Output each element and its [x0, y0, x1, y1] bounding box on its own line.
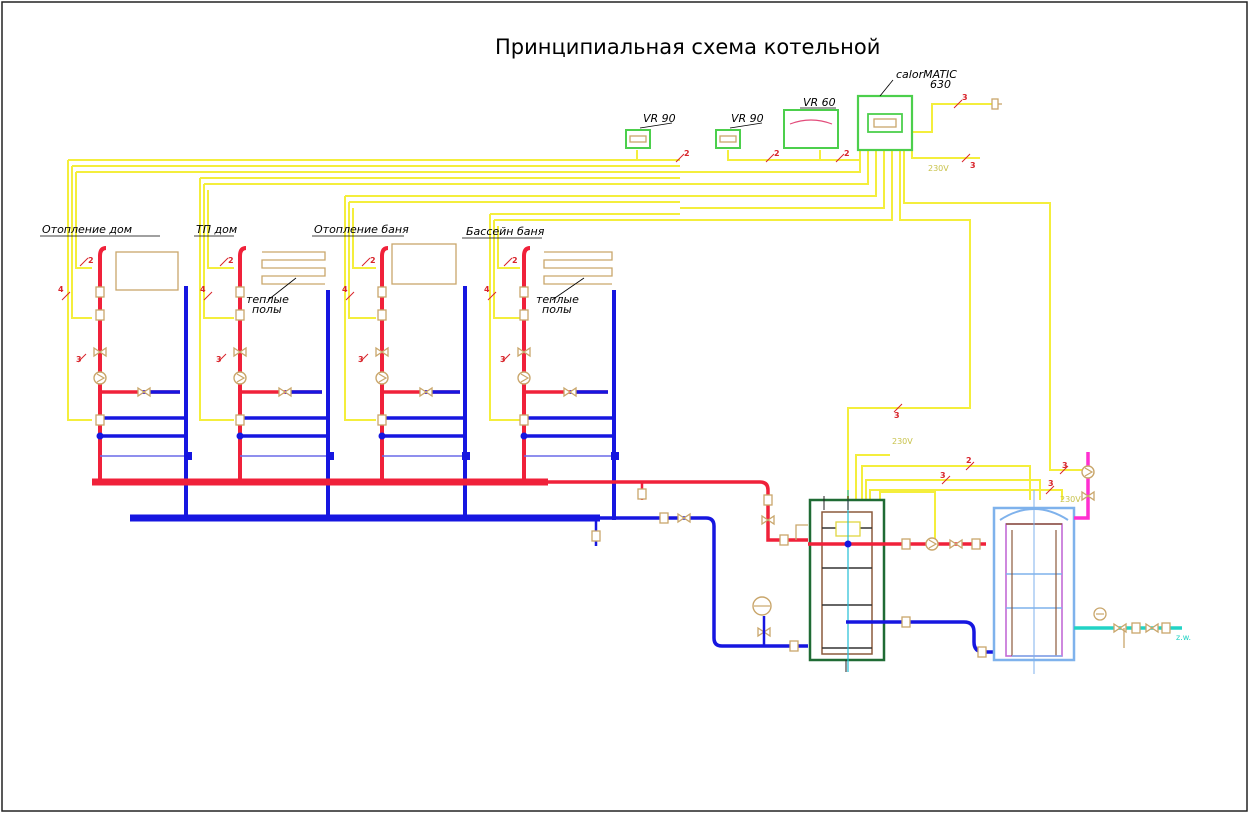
- circuit-2-label: ТП дом: [196, 223, 237, 236]
- svg-text:3: 3: [894, 411, 900, 420]
- dhw-cylinder: [992, 490, 1076, 674]
- diagram-title: Принципиальная схема котельной: [495, 35, 880, 59]
- svg-text:2: 2: [966, 456, 972, 465]
- circuit-4-label: Бассейн баня: [466, 225, 545, 238]
- boiler-to-dhw-pipes: [808, 537, 994, 658]
- svg-text:2: 2: [774, 149, 780, 158]
- outdoor-sensor: [991, 98, 1002, 110]
- controller-model: 630: [930, 78, 951, 91]
- vr60-label: VR 60: [803, 96, 836, 109]
- svg-text:3: 3: [500, 355, 506, 364]
- controller-name: calorMATIC: [896, 68, 957, 81]
- svg-text:теплые: теплые: [246, 293, 289, 306]
- svg-text:2: 2: [228, 256, 234, 265]
- boiler-tank: [808, 490, 886, 672]
- vr60-module: VR 60: [783, 96, 839, 149]
- wire-ticks: 2 2 2 3 3 230V 3 230V 2 3 3 3 230V: [675, 93, 1081, 504]
- cold-water-label: z.w.: [1176, 633, 1191, 642]
- svg-text:4: 4: [58, 285, 64, 294]
- circuit-3-label: Отопление баня: [314, 223, 409, 236]
- svg-text:2: 2: [88, 256, 94, 265]
- vr90-module-1: VR 90: [625, 112, 676, 149]
- svg-text:полы: полы: [542, 303, 572, 316]
- svg-text:3: 3: [216, 355, 222, 364]
- circuit-1-label: Отопление дом: [42, 223, 132, 236]
- svg-text:полы: полы: [252, 303, 282, 316]
- svg-text:3: 3: [76, 355, 82, 364]
- svg-text:4: 4: [484, 285, 490, 294]
- svg-text:3: 3: [1048, 479, 1054, 488]
- voltage-label-mid: 230V: [892, 437, 913, 446]
- vr90-module-2: VR 90: [715, 112, 764, 149]
- circuit-floor-house: ТП дом теплые полы 2 4 3: [194, 223, 334, 520]
- svg-text:2: 2: [512, 256, 518, 265]
- svg-text:3: 3: [940, 471, 946, 480]
- vr90-2-label: VR 90: [731, 112, 764, 125]
- circuit-heating-house: Отопление дом 2 4 3: [40, 223, 192, 520]
- supply-header: [92, 478, 808, 546]
- cold-water-inlet: z.w.: [1074, 607, 1191, 648]
- return-header: [130, 512, 808, 652]
- calormatic-controller: calorMATIC 630: [856, 68, 957, 152]
- svg-text:2: 2: [370, 256, 376, 265]
- svg-text:теплые: теплые: [536, 293, 579, 306]
- svg-text:4: 4: [200, 285, 206, 294]
- svg-text:3: 3: [962, 93, 968, 102]
- circulation-loop: [1074, 452, 1095, 520]
- floor-coil: [543, 251, 613, 285]
- radiator: [115, 251, 179, 291]
- circuit-pool-bath: Бассейн баня теплые полы 2 4 3: [462, 225, 619, 520]
- circuit-heating-bath: Отопление баня 2 4 3: [312, 223, 470, 520]
- svg-text:2: 2: [844, 149, 850, 158]
- voltage-label-dhw: 230V: [1060, 495, 1081, 504]
- vr90-1-label: VR 90: [643, 112, 676, 125]
- svg-text:4: 4: [342, 285, 348, 294]
- control-wiring: [67, 103, 1088, 542]
- svg-text:3: 3: [1062, 461, 1068, 470]
- voltage-label-top: 230V: [928, 164, 949, 173]
- svg-text:2: 2: [684, 149, 690, 158]
- svg-text:3: 3: [358, 355, 364, 364]
- floor-coil: [261, 251, 326, 285]
- svg-text:3: 3: [970, 161, 976, 170]
- radiator: [391, 243, 457, 285]
